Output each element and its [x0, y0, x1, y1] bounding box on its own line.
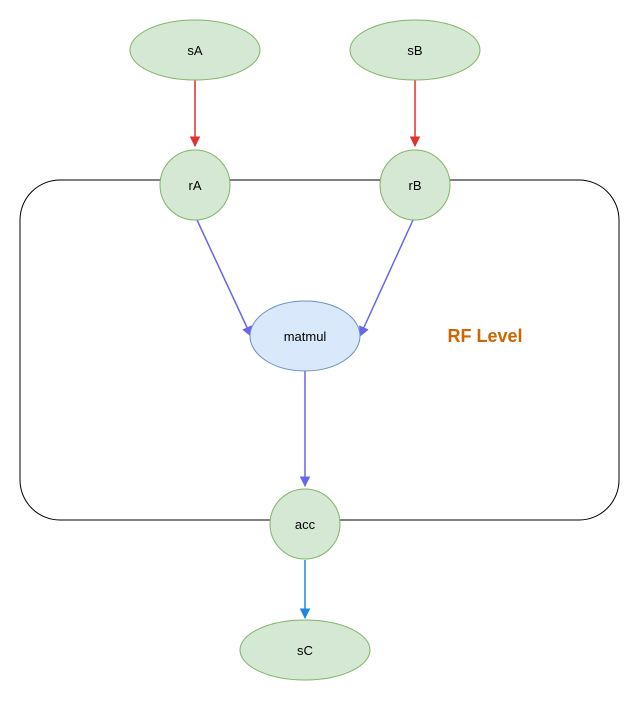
node-rA	[159, 149, 231, 221]
node-rB	[379, 149, 451, 221]
node-sC	[239, 619, 371, 681]
node-sB	[349, 19, 481, 81]
node-matmul	[249, 300, 361, 372]
edge-rB-matmul	[359, 219, 414, 337]
node-rB-label: rB	[409, 178, 422, 193]
node-sA-label: sA	[187, 43, 203, 58]
edge-rA-matmul	[196, 219, 252, 337]
node-acc	[269, 488, 341, 560]
node-sA	[129, 19, 261, 81]
node-acc-label: acc	[295, 517, 316, 532]
rf-level-label: RF Level	[447, 326, 522, 346]
node-rA-label: rA	[189, 178, 202, 193]
node-matmul-label: matmul	[284, 329, 327, 344]
node-sB-label: sB	[407, 43, 422, 58]
node-sC-label: sC	[297, 643, 313, 658]
